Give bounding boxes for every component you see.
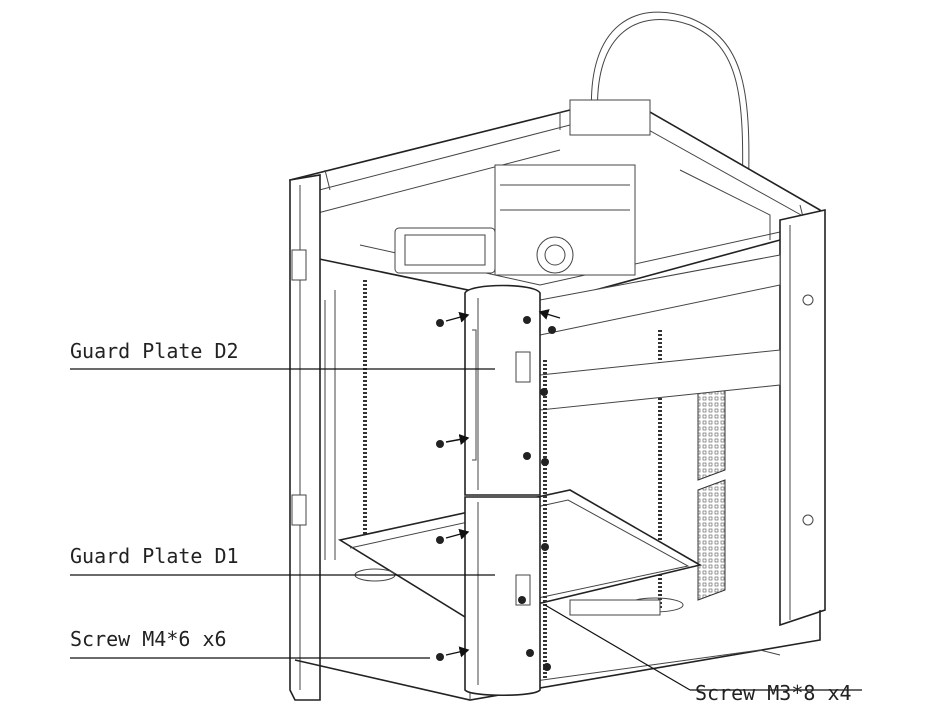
touch-screen (394, 227, 496, 274)
m4-screws (436, 311, 531, 661)
label-guard-plate-d2: Guard Plate D2 (70, 339, 239, 363)
label-guard-plate-d1: Guard Plate D1 (70, 544, 239, 568)
label-screw-m3: Screw M3*8 x4 (695, 681, 852, 705)
leader-line-screw-m3 (544, 604, 691, 691)
guard-plate-d1-part (464, 496, 541, 697)
guard-plate-d2-part (464, 284, 541, 496)
print-head (394, 164, 636, 276)
m3-screws (518, 309, 561, 671)
label-screw-m4: Screw M4*6 x6 (70, 627, 227, 651)
left-frame (289, 174, 367, 701)
printer-base (294, 610, 821, 701)
filament-tube (590, 11, 750, 201)
